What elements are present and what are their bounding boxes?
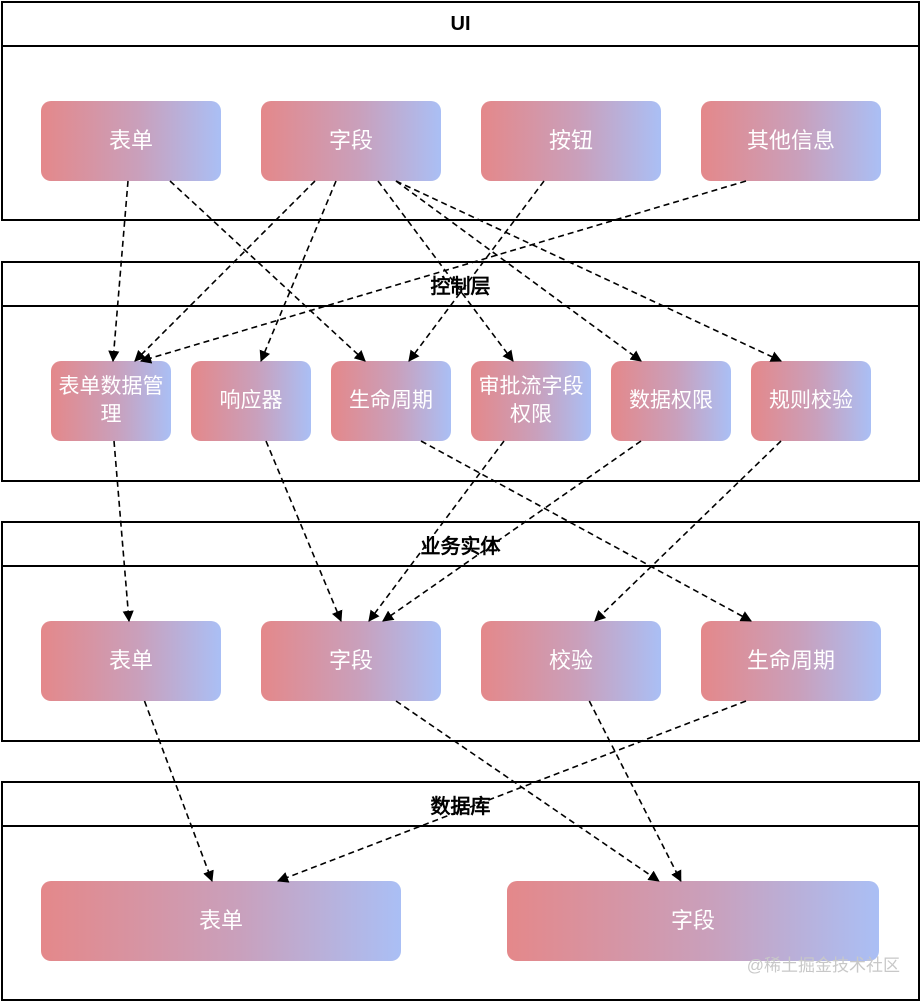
ui-form-node: 表单 (41, 101, 221, 181)
layer-control-title: 控制层 (3, 263, 918, 307)
watermark: @稀土掘金技术社区 (746, 956, 900, 975)
layer-entity-title: 业务实体 (3, 523, 918, 567)
control-rule-validation-node: 规则校验 (751, 361, 871, 441)
control-responder-node: 响应器 (191, 361, 311, 441)
entity-lifecycle-node: 生命周期 (701, 621, 881, 701)
layer-database-title: 数据库 (3, 783, 918, 827)
database-form-node: 表单 (41, 881, 401, 961)
entity-check-node: 校验 (481, 621, 661, 701)
control-form-data-node: 表单数据管理 (51, 361, 171, 441)
layer-ui-title: UI (3, 3, 918, 47)
database-field-node: 字段 (507, 881, 879, 961)
entity-form-node: 表单 (41, 621, 221, 701)
ui-button-node: 按钮 (481, 101, 661, 181)
control-data-permission-node: 数据权限 (611, 361, 731, 441)
ui-field-node: 字段 (261, 101, 441, 181)
control-lifecycle-node: 生命周期 (331, 361, 451, 441)
control-approval-field-permission-node: 审批流字段权限 (471, 361, 591, 441)
entity-field-node: 字段 (261, 621, 441, 701)
ui-other-info-node: 其他信息 (701, 101, 881, 181)
